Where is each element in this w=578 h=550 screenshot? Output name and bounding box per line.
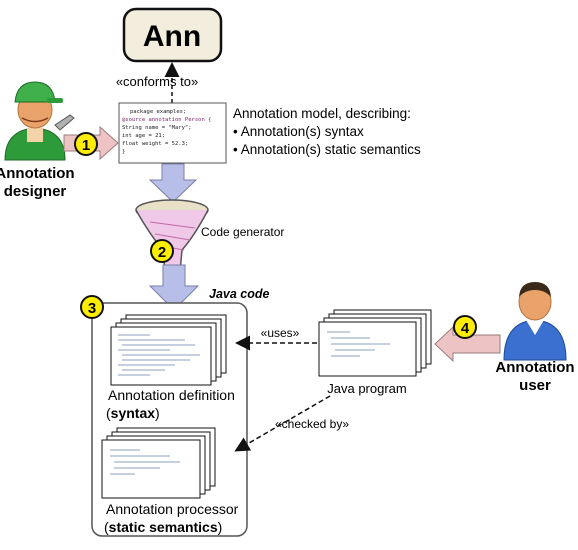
step-3-label: 3 bbox=[88, 300, 96, 317]
annotation-processor-docs bbox=[101, 427, 216, 499]
code-line-1: package examples; bbox=[130, 109, 186, 115]
checked-by-arrow bbox=[234, 395, 331, 452]
model-to-generator-arrow bbox=[148, 163, 198, 203]
step-2-label: 2 bbox=[158, 244, 166, 261]
code-line-2: @source annotation Person { bbox=[122, 117, 211, 123]
generator-to-java-arrow bbox=[148, 264, 200, 311]
user-to-program-arrow bbox=[434, 325, 501, 363]
annotation-processor-semantics: (static semantics) bbox=[104, 519, 222, 535]
java-program-docs bbox=[318, 309, 432, 377]
model-description-bullet-2: • Annotation(s) static semantics bbox=[233, 142, 421, 157]
code-generator-funnel-icon bbox=[135, 199, 209, 273]
uses-label: «uses» bbox=[261, 326, 300, 340]
model-description-heading: Annotation model, describing: bbox=[233, 106, 411, 121]
user-label-line1: Annotation bbox=[495, 359, 574, 376]
checked-by-label: «checked by» bbox=[275, 417, 349, 431]
step-4-label: 4 bbox=[461, 320, 470, 337]
code-line-3: String name = "Mary"; bbox=[122, 125, 192, 131]
annotation-processor-label: Annotation processor bbox=[106, 501, 239, 517]
designer-label-line1: Annotation bbox=[0, 165, 75, 182]
java-program-label: Java program bbox=[327, 381, 406, 396]
step-3-badge bbox=[80, 295, 104, 319]
designer-label-line2: designer bbox=[4, 183, 67, 200]
step-1-badge bbox=[74, 132, 98, 156]
user-person-icon bbox=[503, 282, 567, 361]
annotation-definition-docs bbox=[110, 314, 227, 386]
annotation-definition-label: Annotation definition bbox=[108, 387, 235, 403]
designer-person-icon bbox=[4, 81, 75, 161]
code-line-5: float weight = 52.3; bbox=[122, 141, 188, 147]
conforms-label: «conforms to» bbox=[116, 74, 198, 89]
code-generator-label: Code generator bbox=[201, 225, 284, 239]
step-1-label: 1 bbox=[82, 137, 90, 154]
user-label-line2: user bbox=[519, 377, 551, 394]
annotation-model-code: package examples; @source annotation Per… bbox=[118, 102, 227, 164]
code-line-6: } bbox=[122, 149, 125, 155]
annotation-definition-syntax: (syntax) bbox=[106, 405, 160, 421]
step-4-badge bbox=[453, 315, 477, 339]
model-description-bullet-1: • Annotation(s) syntax bbox=[233, 124, 364, 139]
step-2-badge bbox=[150, 239, 174, 263]
java-code-label: Java code bbox=[209, 287, 270, 301]
ann-box: Ann bbox=[122, 7, 223, 63]
ann-label: Ann bbox=[143, 20, 201, 53]
code-line-4: int age = 21; bbox=[122, 133, 165, 139]
wrench-icon bbox=[54, 114, 75, 131]
